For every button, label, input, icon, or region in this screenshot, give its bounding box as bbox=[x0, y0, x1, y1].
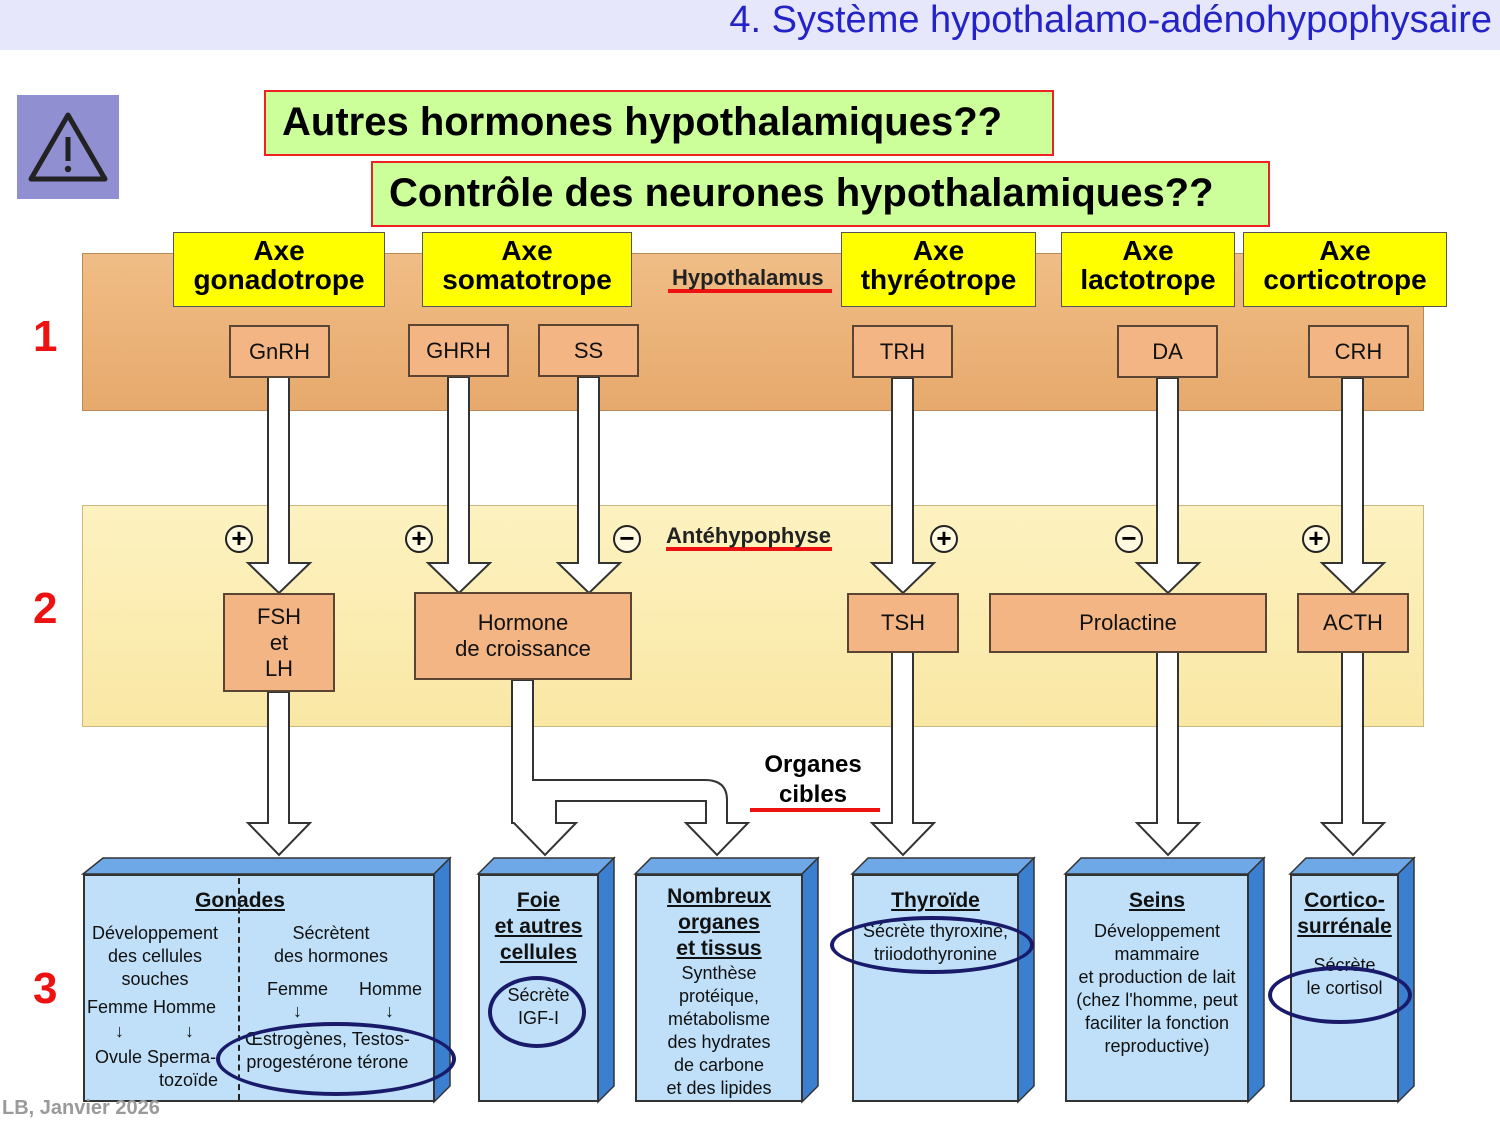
gonades-left-sexes: Femme Homme bbox=[87, 997, 217, 1017]
arrow-down-icon: ↓ bbox=[115, 1021, 124, 1041]
arrow-down-icon: ↓ bbox=[385, 1001, 394, 1021]
header-bar bbox=[0, 0, 1500, 50]
hormone-acth: ACTH bbox=[1297, 593, 1409, 653]
organ-thyroide-title: Thyroïde bbox=[891, 889, 980, 912]
highlight-ring-cortisol bbox=[1268, 966, 1412, 1024]
plus-sign-icon: + bbox=[225, 525, 253, 553]
arrow-trh-tsh bbox=[869, 377, 937, 595]
gonades-left-products-2: tozoïde bbox=[159, 1070, 219, 1090]
arrow-down-icon: ↓ bbox=[293, 1001, 302, 1021]
plus-sign-icon: + bbox=[405, 525, 433, 553]
gonades-top bbox=[80, 857, 452, 875]
hormone-tsh: TSH bbox=[847, 593, 959, 653]
hormone-prolactine: Prolactine bbox=[989, 593, 1267, 653]
organ-gonades-title: Gonades bbox=[195, 889, 285, 912]
hormone-ss: SS bbox=[538, 324, 639, 377]
minus-sign-icon: − bbox=[613, 525, 641, 553]
slide-title: 4. Système hypothalamo-adénohypophysaire bbox=[729, 0, 1492, 41]
organ-seins-title: Seins bbox=[1128, 889, 1186, 912]
hormone-ghrh: GHRH bbox=[408, 324, 509, 377]
arrow-gnrh-fsh bbox=[245, 376, 313, 595]
plus-sign-icon: + bbox=[930, 525, 958, 553]
seins-side bbox=[1247, 856, 1265, 1104]
foie-side bbox=[597, 856, 615, 1104]
arrow-prl-seins bbox=[1134, 651, 1202, 857]
plus-sign-icon: + bbox=[1302, 525, 1330, 553]
thyroide-side bbox=[1017, 856, 1035, 1104]
arrow-acth-cortico bbox=[1319, 651, 1387, 857]
arrow-ss-gh bbox=[555, 376, 623, 595]
gonades-divider bbox=[238, 878, 240, 1100]
level-number-2: 2 bbox=[33, 584, 58, 633]
arrow-down-icon: ↓ bbox=[185, 1021, 194, 1041]
seins-top bbox=[1063, 857, 1266, 875]
level-number-1: 1 bbox=[33, 312, 58, 361]
arrow-ghrh-gh bbox=[425, 376, 493, 595]
organ-cortico-title: Cortico-surrénale bbox=[1297, 889, 1392, 938]
highlight-ring-igf bbox=[488, 976, 586, 1048]
hypothalamus-label: Hypothalamus bbox=[672, 265, 824, 290]
warning-icon bbox=[17, 95, 119, 199]
nombreux-top bbox=[633, 857, 820, 875]
hormone-da: DA bbox=[1117, 325, 1218, 378]
arrow-fsh-gonades bbox=[245, 691, 313, 857]
cortico-top bbox=[1288, 857, 1416, 875]
hormone-crh: CRH bbox=[1308, 325, 1409, 378]
nombreux-side bbox=[801, 856, 819, 1104]
arrow-da-prolactine bbox=[1134, 377, 1202, 595]
antehypophyse-label: Antéhypophyse bbox=[666, 523, 832, 548]
question-neuron-control: Contrôle des neurones hypothalamiques?? bbox=[371, 161, 1270, 227]
highlight-ring-thyroxine bbox=[830, 916, 1034, 974]
question-other-hormones: Autres hormones hypothalamiques?? bbox=[264, 90, 1054, 156]
gonades-right-homme: Homme bbox=[359, 979, 423, 999]
minus-sign-icon: − bbox=[1115, 525, 1143, 553]
arrow-tsh-thyroide bbox=[869, 651, 937, 857]
hormone-trh: TRH bbox=[852, 325, 953, 378]
arrow-crh-acth bbox=[1319, 377, 1387, 595]
organ-thyroide: Thyroïde Sécrète thyroxine,triiodothyron… bbox=[852, 874, 1019, 1102]
hormone-gnrh: GnRH bbox=[229, 325, 330, 378]
highlight-ring-hormones bbox=[216, 1022, 456, 1096]
arrow-gh-foie bbox=[511, 679, 751, 857]
foie-top bbox=[476, 857, 616, 875]
gonades-right-femme: Femme bbox=[267, 979, 329, 999]
gonades-left-products: Ovule Sperma- bbox=[95, 1047, 217, 1067]
thyroide-top bbox=[850, 857, 1036, 875]
level-number-3: 3 bbox=[33, 964, 58, 1013]
footer-credit: LB, Janvier 2026 bbox=[2, 1097, 160, 1119]
